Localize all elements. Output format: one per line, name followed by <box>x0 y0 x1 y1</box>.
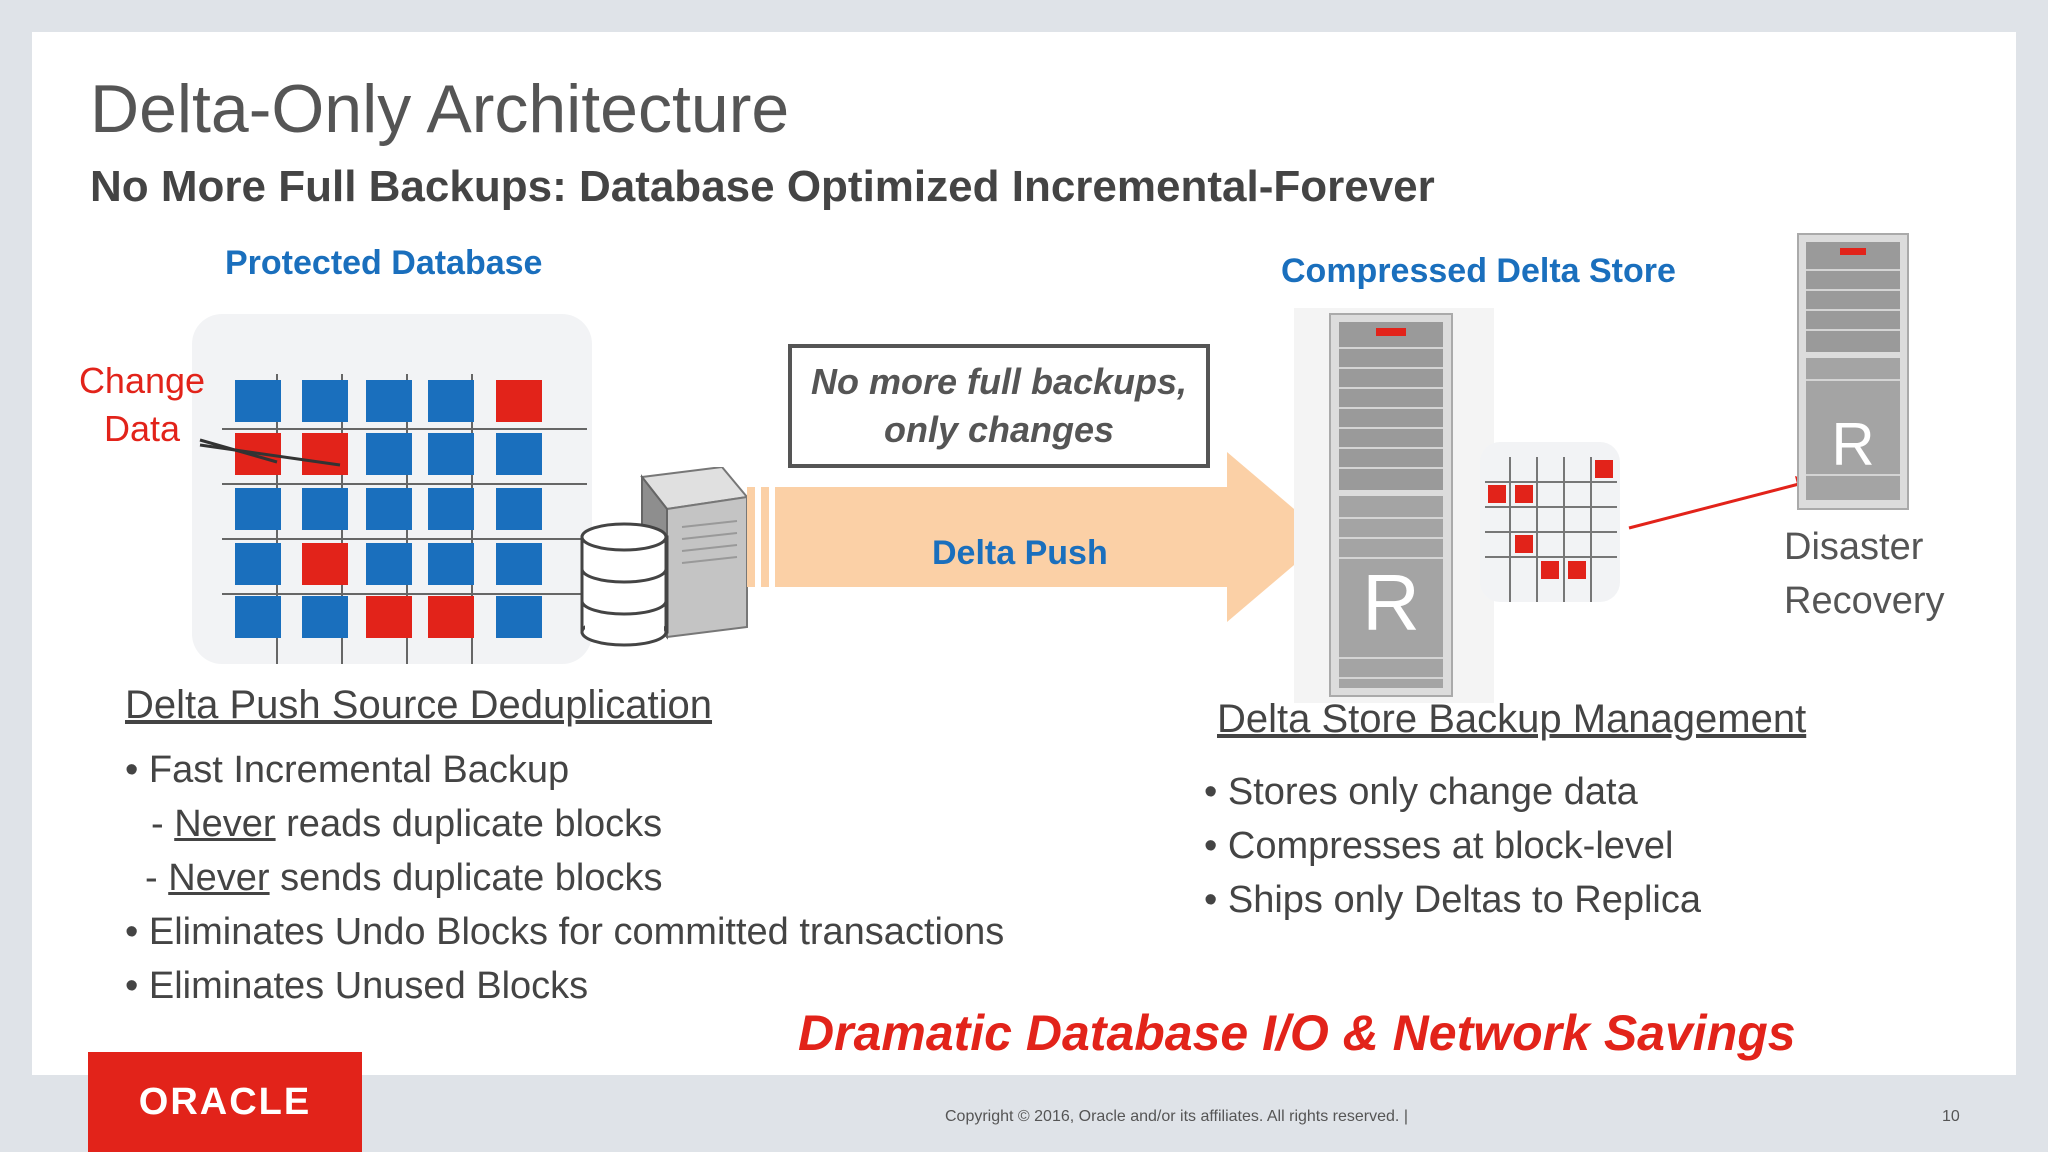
unchanged-block <box>235 380 281 422</box>
delta-block <box>1515 485 1533 503</box>
disaster-recovery-rack-icon: R <box>1797 233 1909 510</box>
right-bullet-3-text: Ships only Deltas to Replica <box>1227 879 1702 921</box>
unchanged-block <box>235 543 281 585</box>
unchanged-block <box>428 488 474 530</box>
right-bullet-1-text: Stores only change data <box>1227 771 1638 813</box>
unchanged-block <box>366 488 412 530</box>
left-bullet-4: • Eliminates Undo Blocks for committed t… <box>125 911 1005 953</box>
left-bullet-3-prefix: - <box>145 857 169 899</box>
left-bullet-4-text: Eliminates Undo Blocks for committed tra… <box>148 911 1005 953</box>
right-bullet-1: • Stores only change data <box>1204 771 1638 813</box>
left-bullet-3-rest: sends duplicate blocks <box>269 857 663 899</box>
delta-grid-cells <box>1488 460 1613 579</box>
delta-push-arrow <box>747 452 1327 622</box>
change-data-line2: Data <box>103 408 181 449</box>
protected-database-grid <box>192 314 592 664</box>
right-section-heading: Delta Store Backup Management <box>1217 697 1807 741</box>
delta-store-grid <box>1480 442 1620 602</box>
left-bullet-1-text: Fast Incremental Backup <box>148 749 570 791</box>
pointer-line-2 <box>199 443 341 467</box>
change-data-line1: Change <box>78 360 206 401</box>
delta-grid-lines <box>1485 457 1617 602</box>
left-bullet-5-text: Eliminates Unused Blocks <box>148 965 589 1007</box>
oracle-logo: ORACLE <box>88 1052 362 1152</box>
unchanged-block <box>235 488 281 530</box>
protected-database-label: Protected Database <box>225 244 543 282</box>
left-bullet-2-rest: reads duplicate blocks <box>275 803 663 845</box>
unchanged-block <box>428 433 474 475</box>
unchanged-block <box>496 488 542 530</box>
callout-line2: only changes <box>883 409 1115 450</box>
delta-block <box>1488 485 1506 503</box>
delta-block <box>1595 460 1613 478</box>
dr-appliance-letter: R <box>1831 411 1874 478</box>
left-bullet-3-never: Never <box>168 857 270 899</box>
appliance-letter: R <box>1362 558 1420 647</box>
unchanged-block <box>302 596 348 638</box>
left-bullet-2: - Never reads duplicate blocks <box>125 797 1004 851</box>
right-bullet-3: • Ships only Deltas to Replica <box>1204 879 1702 921</box>
unchanged-block <box>302 488 348 530</box>
unchanged-block <box>366 433 412 475</box>
unchanged-block <box>496 433 542 475</box>
disaster-line1: Disaster <box>1784 526 1924 568</box>
right-bullet-2-text: Compresses at block-level <box>1227 825 1674 867</box>
slide-subtitle: No More Full Backups: Database Optimized… <box>90 162 1435 211</box>
changed-block <box>428 596 474 638</box>
right-bullet-2: • Compresses at block-level <box>1204 825 1674 867</box>
change-data-label: Change Data <box>72 357 212 453</box>
left-bullet-5: • Eliminates Unused Blocks <box>125 965 589 1007</box>
left-bullet-1: • Fast Incremental Backup <box>125 749 570 791</box>
callout-box: No more full backups, only changes <box>788 344 1210 468</box>
unchanged-block <box>428 380 474 422</box>
unchanged-block <box>366 380 412 422</box>
left-bullet-list: • Fast Incremental Backup - Never reads … <box>125 743 1004 1013</box>
recovery-appliance-rack-icon: R <box>1294 308 1494 703</box>
database-cylinder-icon <box>580 522 669 647</box>
disaster-line2: Recovery <box>1784 580 1945 622</box>
changed-block <box>496 380 542 422</box>
callout-line1: No more full backups, <box>810 361 1188 402</box>
delta-push-label: Delta Push <box>932 534 1108 572</box>
unchanged-block <box>496 543 542 585</box>
slide: Delta-Only Architecture No More Full Bac… <box>32 32 2016 1075</box>
left-bullet-2-never: Never <box>174 803 276 845</box>
left-bullet-3: - Never sends duplicate blocks <box>125 851 1004 905</box>
unchanged-block <box>428 543 474 585</box>
database-server-icon <box>580 467 749 647</box>
page-number: 10 <box>1942 1108 1960 1125</box>
tagline: Dramatic Database I/O & Network Savings <box>798 1005 1796 1061</box>
grid-cells <box>235 380 542 638</box>
copyright-text: Copyright © 2016, Oracle and/or its affi… <box>945 1108 1408 1125</box>
unchanged-block <box>496 596 542 638</box>
oracle-logo-text: ORACLE <box>138 1080 312 1123</box>
unchanged-block <box>235 596 281 638</box>
changed-block <box>302 543 348 585</box>
change-data-pointers <box>199 438 341 467</box>
compressed-delta-store-label: Compressed Delta Store <box>1281 252 1676 290</box>
delta-block <box>1541 561 1559 579</box>
unchanged-block <box>302 380 348 422</box>
changed-block <box>366 596 412 638</box>
right-bullet-list: • Stores only change data • Compresses a… <box>1204 765 1701 927</box>
left-section-heading: Delta Push Source Deduplication <box>125 683 713 727</box>
delta-block <box>1568 561 1586 579</box>
disaster-recovery-label: Disaster Recovery <box>1784 520 1945 628</box>
delta-block <box>1515 535 1533 553</box>
changed-block <box>302 433 348 475</box>
left-bullet-2-prefix: - <box>151 803 175 845</box>
unchanged-block <box>366 543 412 585</box>
slide-title: Delta-Only Architecture <box>90 71 790 147</box>
